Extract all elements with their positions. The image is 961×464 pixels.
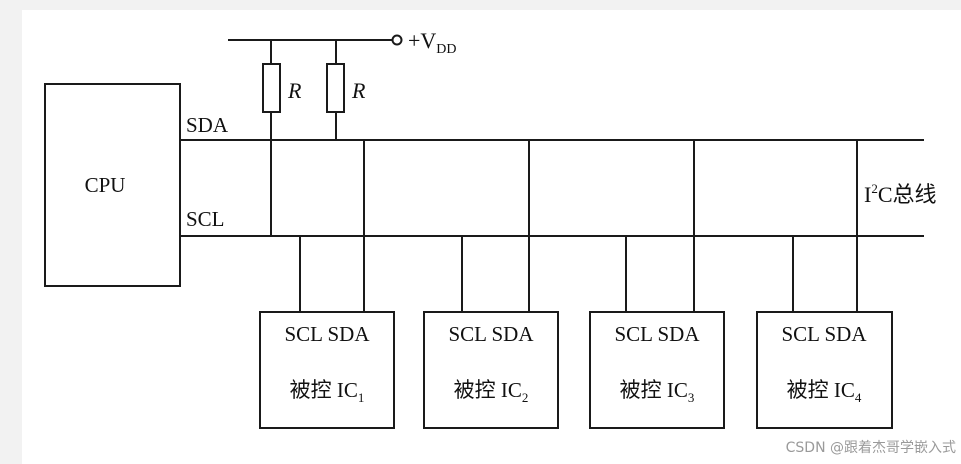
- resistor-2-label: R: [351, 78, 366, 103]
- ic-1-name: 被控 IC1: [290, 378, 365, 405]
- ic-2-box: [423, 311, 559, 429]
- ic-1-pins: SCL SDA: [285, 322, 371, 346]
- resistor-1-label: R: [287, 78, 302, 103]
- sda-label: SDA: [186, 113, 229, 137]
- ic-3-box: [589, 311, 725, 429]
- vdd-subscript: DD: [436, 42, 456, 57]
- ic-4-name-text: 被控 IC: [787, 378, 855, 402]
- scl-label: SCL: [186, 207, 225, 231]
- vdd-symbol: +V: [408, 28, 436, 53]
- i2c-bus-prefix: I: [864, 182, 871, 207]
- ic-2-pins: SCL SDA: [449, 322, 535, 346]
- ic-4-box: [756, 311, 893, 429]
- ic-3-pins: SCL SDA: [615, 322, 701, 346]
- ic-3-index: 3: [688, 390, 695, 405]
- i2c-bus-label: I2C总线: [864, 181, 937, 207]
- i2c-bus-superscript: 2: [871, 181, 878, 196]
- ic-3-name: 被控 IC3: [620, 378, 695, 405]
- ic-2-name-text: 被控 IC: [454, 378, 522, 402]
- vdd-terminal: [391, 34, 403, 46]
- vdd-label: +VDD: [408, 28, 457, 57]
- ic-4-pins: SCL SDA: [782, 322, 868, 346]
- ic-1-box: [259, 311, 395, 429]
- ic-1-index: 1: [358, 390, 365, 405]
- ic-1-name-text: 被控 IC: [290, 378, 358, 402]
- i2c-bus-suffix: C总线: [878, 182, 937, 207]
- ic-2-name: 被控 IC2: [454, 378, 529, 405]
- watermark: CSDN @跟着杰哥学嵌入式: [786, 440, 956, 456]
- ic-4-index: 4: [855, 390, 862, 405]
- ic-3-name-text: 被控 IC: [620, 378, 688, 402]
- resistor-1: [262, 63, 281, 113]
- ic-2-index: 2: [522, 390, 529, 405]
- ic-4-name: 被控 IC4: [787, 378, 862, 405]
- cpu-box: [44, 83, 181, 287]
- cpu-label: CPU: [85, 173, 126, 197]
- resistor-2: [326, 63, 345, 113]
